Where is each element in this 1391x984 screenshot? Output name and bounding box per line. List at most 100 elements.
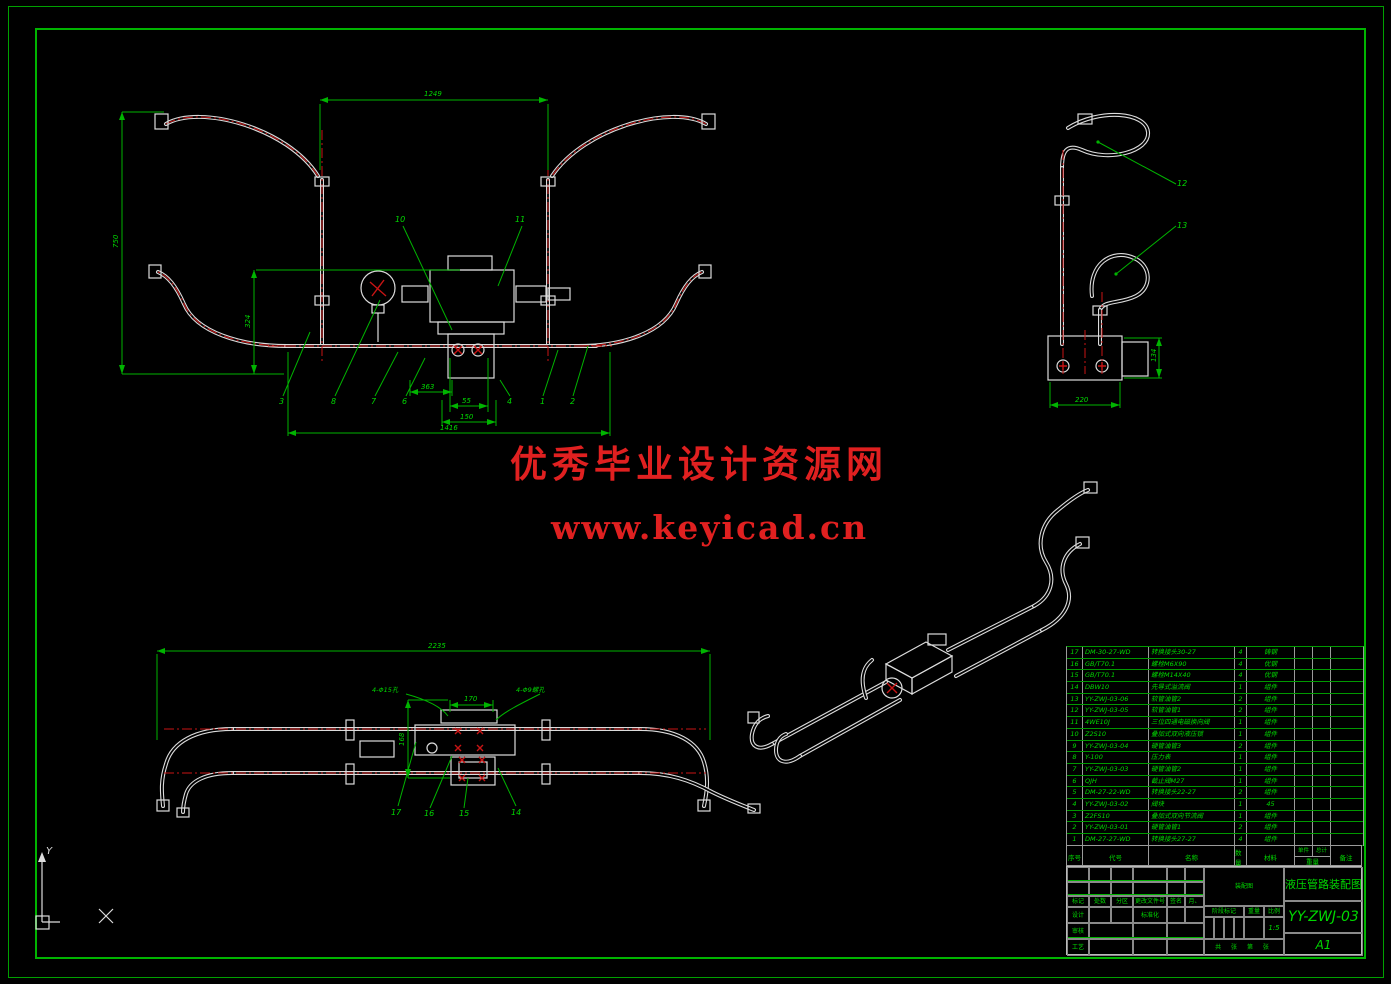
balloon-17: 17: [391, 808, 402, 817]
parts-cell-remark: [1331, 705, 1361, 716]
parts-cell-no: 15: [1067, 670, 1083, 682]
parts-cell-qty: 2: [1235, 693, 1247, 705]
parts-cell-no: 7: [1067, 763, 1083, 775]
col-weight-unit: 单件: [1295, 846, 1313, 856]
balloon-14: 14: [511, 808, 521, 817]
col-remark: 备注: [1339, 853, 1353, 862]
parts-cell-remark: [1331, 834, 1361, 845]
col-material: 材料: [1247, 846, 1295, 867]
parts-cell-name: 先导式溢流阀: [1149, 682, 1235, 693]
isometric-view: [747, 481, 1098, 764]
label-weight: 重量: [1244, 906, 1264, 917]
parts-cell-unit: [1295, 787, 1313, 798]
balloon-15: 15: [459, 809, 469, 818]
balloon-16: 16: [424, 809, 434, 818]
title-block: 标记 处数 分区 更改文件号 签名 年、月、日 设计 标准化 审核 工艺 装配图…: [1066, 866, 1363, 956]
parts-cell-qty: 1: [1235, 810, 1247, 822]
parts-cell-material: 铸钢: [1247, 647, 1295, 658]
col-weight: 重量: [1306, 858, 1319, 866]
parts-cell-material: 组件: [1247, 763, 1295, 775]
parts-cell-total: [1313, 740, 1331, 752]
balloon-12: 12: [1177, 179, 1187, 188]
parts-cell-no: 12: [1067, 705, 1083, 717]
parts-cell-no: 5: [1067, 787, 1083, 798]
side-view: 220 134 12 13: [1047, 112, 1187, 408]
parts-cell-total: [1313, 647, 1331, 658]
parts-cell-remark: [1331, 752, 1361, 763]
parts-cell-name: 螺栓M14X40: [1149, 670, 1235, 682]
sheet-border-outer: [8, 6, 1384, 978]
parts-cell-code: GB/T70.1: [1083, 670, 1149, 682]
sheet-note: 共 张 第 张: [1204, 939, 1284, 956]
parts-cell-total: [1313, 693, 1331, 705]
label-riqi: 年、月、日: [1185, 896, 1204, 907]
parts-cell-qty: 1: [1235, 763, 1247, 775]
parts-cell-code: GB/T70.1: [1083, 658, 1149, 670]
dim-front-inner: 324: [244, 315, 252, 328]
parts-cell-code: DM-27-22-WD: [1083, 787, 1149, 798]
parts-cell-total: [1313, 798, 1331, 810]
dim-front-1416: 1416: [440, 424, 458, 432]
parts-cell-code: DM-27-27-WD: [1083, 834, 1149, 845]
parts-cell-unit: [1295, 740, 1313, 752]
parts-cell-total: [1313, 834, 1331, 845]
parts-cell-remark: [1331, 682, 1361, 693]
parts-cell-no: 4: [1067, 798, 1083, 810]
parts-cell-material: 组件: [1247, 705, 1295, 717]
label-stage-mark: 阶段标记: [1204, 906, 1244, 917]
parts-cell-material: 组件: [1247, 834, 1295, 845]
note-holes-left: 4-Φ15孔: [372, 686, 399, 694]
parts-cell-no: 14: [1067, 682, 1083, 693]
parts-cell-qty: 4: [1235, 670, 1247, 682]
parts-cell-qty: 2: [1235, 705, 1247, 717]
parts-cell-material: 优钢: [1247, 670, 1295, 682]
parts-cell-name: 叠加式双向节流阀: [1149, 810, 1235, 822]
parts-cell-name: 硬管油管1: [1149, 822, 1235, 833]
signature-line: [1068, 937, 1203, 938]
parts-cell-code: YY-ZWJ-03-01: [1083, 822, 1149, 833]
parts-cell-remark: [1331, 787, 1361, 798]
parts-cell-qty: 4: [1235, 647, 1247, 658]
dim-front-363: 363: [421, 383, 434, 391]
parts-cell-name: 截止阀M27: [1149, 775, 1235, 787]
parts-cell-qty: 2: [1235, 787, 1247, 798]
parts-cell-unit: [1295, 763, 1313, 775]
revision-line-1: [1068, 880, 1203, 881]
col-weight-group: 单件 总计 重量: [1295, 846, 1331, 867]
parts-cell-code: 4WE10J: [1083, 717, 1149, 728]
parts-cell-qty: 1: [1235, 775, 1247, 787]
parts-cell-remark: [1331, 647, 1361, 658]
balloon-8: 8: [331, 397, 336, 406]
parts-cell-qty: 1: [1235, 682, 1247, 693]
parts-cell-total: [1313, 670, 1331, 682]
parts-cell-qty: 1: [1235, 752, 1247, 763]
parts-cell-remark: [1331, 822, 1361, 833]
parts-cell-unit: [1295, 798, 1313, 810]
parts-cell-no: 1: [1067, 834, 1083, 845]
parts-cell-material: 组件: [1247, 822, 1295, 833]
label-wenjianhao: 更改文件号: [1133, 896, 1167, 907]
parts-cell-no: 13: [1067, 693, 1083, 705]
view-label-cell: 装配图: [1204, 867, 1284, 906]
label-biaozhunhua: 标准化: [1133, 907, 1167, 923]
parts-cell-total: [1313, 717, 1331, 728]
dim-side-134: 134: [1150, 349, 1158, 362]
parts-cell-code: YY-ZWJ-03-05: [1083, 705, 1149, 717]
parts-cell-total: [1313, 728, 1331, 740]
parts-cell-unit: [1295, 682, 1313, 693]
parts-cell-name: 硬管油管3: [1149, 740, 1235, 752]
parts-cell-material: 组件: [1247, 693, 1295, 705]
parts-cell-name: 转换接头22-27: [1149, 787, 1235, 798]
label-gongyi: 工艺: [1067, 939, 1089, 956]
col-weight-total: 总计: [1315, 848, 1327, 854]
parts-cell-no: 8: [1067, 752, 1083, 763]
